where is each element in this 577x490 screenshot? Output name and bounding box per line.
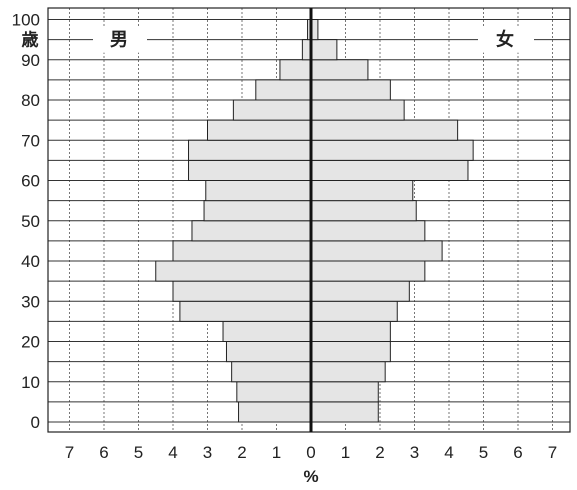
plot-frame xyxy=(47,7,571,433)
female-label-bg xyxy=(478,26,534,53)
male-bar xyxy=(222,320,312,342)
y-tick-label: 70 xyxy=(21,131,40,150)
male-bar xyxy=(232,99,312,121)
y-tick-label: 10 xyxy=(21,373,40,392)
male-bar xyxy=(255,79,312,101)
y-tick-label: 50 xyxy=(21,212,40,231)
x-axis-unit: % xyxy=(303,467,318,486)
x-tick-label: 3 xyxy=(203,443,212,462)
y-tick-label: 100 xyxy=(12,11,40,30)
male-bar xyxy=(179,300,312,322)
x-tick-label: 3 xyxy=(410,443,419,462)
female-bar xyxy=(310,361,386,383)
x-tick-label: 2 xyxy=(237,443,246,462)
female-bar xyxy=(310,280,410,302)
female-bar xyxy=(310,200,417,222)
male-bar xyxy=(236,381,312,403)
female-bar xyxy=(310,401,379,423)
male-bar xyxy=(207,119,312,141)
bars-layer xyxy=(155,19,474,423)
male-bar xyxy=(279,59,312,81)
female-bar xyxy=(310,159,469,181)
male-bar xyxy=(205,180,312,202)
y-axis-unit: 歳 xyxy=(22,30,39,51)
x-tick-label: 4 xyxy=(168,443,177,462)
female-bar xyxy=(310,220,426,242)
y-tick-label: 60 xyxy=(21,172,40,191)
female-bar xyxy=(310,180,414,202)
y-tick-label: 80 xyxy=(21,91,40,110)
x-tick-label: 7 xyxy=(548,443,557,462)
y-tick-label: 40 xyxy=(21,252,40,271)
male-label: 男 xyxy=(110,30,128,51)
female-bar xyxy=(310,59,369,81)
x-tick-label: 1 xyxy=(272,443,281,462)
male-bar xyxy=(238,401,312,423)
male-bar xyxy=(155,260,312,282)
female-bar xyxy=(310,99,405,121)
female-bar xyxy=(310,240,443,262)
male-label-bg xyxy=(93,26,147,53)
female-bar xyxy=(310,119,459,141)
male-bar xyxy=(225,341,312,363)
male-bar xyxy=(231,361,312,383)
female-bar xyxy=(310,39,338,61)
female-bar xyxy=(310,341,391,363)
female-bar xyxy=(310,260,426,282)
female-bar xyxy=(310,381,379,403)
y-tick-label: 0 xyxy=(31,413,40,432)
x-tick-label: 4 xyxy=(444,443,453,462)
male-bar xyxy=(203,200,312,222)
frame-layer xyxy=(47,7,571,433)
female-label: 女 xyxy=(496,29,514,51)
x-tick-label: 1 xyxy=(341,443,350,462)
y-tick-label: 20 xyxy=(21,333,40,352)
x-tick-label: 6 xyxy=(99,443,108,462)
x-tick-label: 7 xyxy=(65,443,74,462)
female-bar xyxy=(310,139,474,161)
y-tick-label: 90 xyxy=(21,51,40,70)
male-bar xyxy=(188,139,312,161)
female-bar xyxy=(310,79,391,101)
x-tick-label: 0 xyxy=(306,443,315,462)
male-bar xyxy=(191,220,312,242)
female-bar xyxy=(310,320,391,342)
y-tick-label: 30 xyxy=(21,292,40,311)
x-tick-label: 2 xyxy=(375,443,384,462)
x-tick-label: 5 xyxy=(134,443,143,462)
x-tick-label: 5 xyxy=(479,443,488,462)
x-tick-label: 6 xyxy=(513,443,522,462)
male-bar xyxy=(172,240,312,262)
male-bar xyxy=(188,159,312,181)
female-bar xyxy=(310,300,398,322)
male-bar xyxy=(172,280,312,302)
